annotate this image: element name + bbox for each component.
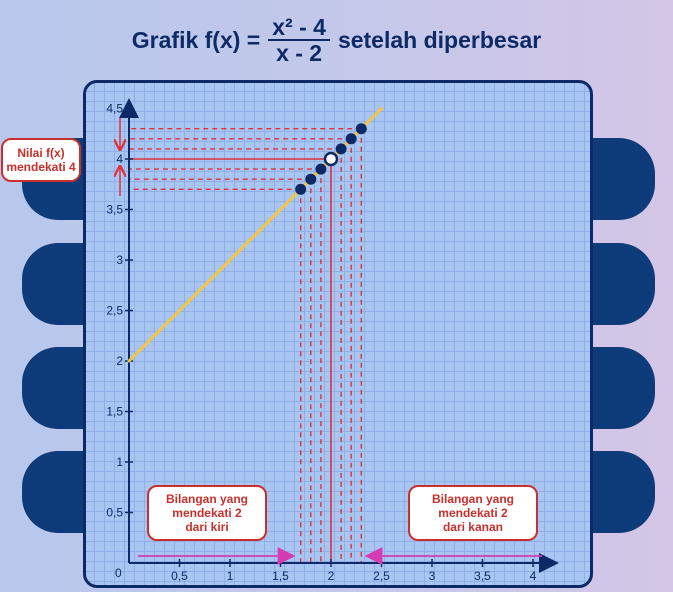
title-denominator: x - 2 [276,40,323,66]
open-point-hole [323,151,339,167]
fx-approaches-4-callout: Nilai f(x) mendekati 4 [1,138,81,182]
left-callout-line2: mendekati 2 [172,506,242,520]
chart-title: Grafik f(x) = x² - 4 x - 2 setelah diper… [0,14,673,66]
x-tick-label: 2 [328,569,335,583]
x-tick-label: 1,5 [272,569,289,583]
title-suffix: setelah diperbesar [337,26,542,53]
approach-point [335,143,347,155]
approach-point [315,163,327,175]
y-tick-label: 4 [116,152,123,166]
y-tick-label: 2 [116,354,123,368]
approach-point [355,123,367,135]
approach-arrows [120,118,542,565]
title-numerator: x² - 4 [268,15,330,41]
fx-callout-line2: mendekati 4 [6,160,76,174]
left-approach-callout: Bilangan yang mendekati 2 dari kiri [147,485,267,541]
y-tick-label: 1 [116,455,123,469]
left-callout-line3: dari kiri [185,520,229,534]
guide-lines [129,127,362,563]
title-fraction: x² - 4 x - 2 [268,15,330,65]
y-tick-label: 3 [116,253,123,267]
data-points [295,123,367,195]
axis-ticks: 0 0,5 1 1,5 2 2,5 3 3,5 4 0,5 1 1,5 2 2,5 3 3,5 4 4,5 [106,102,536,584]
x-tick-label: 1 [227,569,234,583]
x-tick-label: 3,5 [474,569,491,583]
fx-callout-line1: Nilai f(x) [17,146,65,160]
y-tick-label: 2,5 [106,304,123,318]
approach-point [295,183,307,195]
right-approach-callout: Bilangan yang mendekati 2 dari kanan [408,485,538,541]
origin-label: 0 [115,566,122,580]
right-callout-line2: mendekati 2 [438,506,508,520]
y-tick-label: 3,5 [106,203,123,217]
left-callout-line1: Bilangan yang [165,492,248,506]
y-tick-label: 1,5 [106,405,123,419]
right-callout-line3: dari kanan [442,520,503,534]
approach-point [345,133,357,145]
right-callout-line1: Bilangan yang [431,492,514,506]
y-tick-label: 4,5 [106,102,123,116]
x-tick-label: 0,5 [171,569,188,583]
x-tick-label: 3 [429,569,436,583]
axes [119,98,559,573]
y-tick-label: 0,5 [106,506,123,520]
x-tick-label: 2,5 [373,569,390,583]
x-tick-label: 4 [530,569,537,583]
approach-point [305,173,317,185]
title-prefix: Grafik f(x) = [131,26,261,53]
